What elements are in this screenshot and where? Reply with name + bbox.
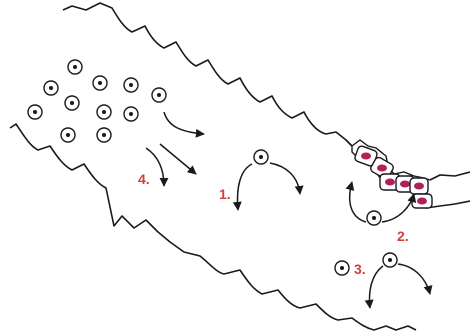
particle xyxy=(96,127,112,143)
cell-layer xyxy=(345,139,433,209)
particle-cluster xyxy=(27,59,167,143)
cell xyxy=(370,156,394,180)
particle xyxy=(151,87,167,103)
particle xyxy=(43,80,59,96)
cell xyxy=(379,173,401,191)
step-label-4: 4. xyxy=(138,171,150,187)
particle xyxy=(123,77,139,93)
particle xyxy=(27,104,43,120)
arrow-step1-right xyxy=(269,162,304,195)
step3-arrows xyxy=(364,263,433,309)
arrow-curved-down xyxy=(145,147,169,187)
step2-particle xyxy=(366,210,382,226)
particle xyxy=(67,59,83,75)
particle xyxy=(382,252,398,268)
particle xyxy=(92,75,108,91)
particle xyxy=(64,95,80,111)
arrow-step2-right xyxy=(381,193,417,223)
particle xyxy=(123,106,139,122)
lower-boundary-right xyxy=(425,200,470,209)
cell xyxy=(411,193,433,209)
arrow-diagonal xyxy=(159,143,197,175)
step2-arrows xyxy=(345,181,417,223)
step-label-1: 1. xyxy=(219,186,231,202)
arrow-step3-right xyxy=(397,263,433,295)
upper-boundary-line xyxy=(62,2,353,147)
arrow-step1-left xyxy=(232,163,253,211)
arrow-curved-right xyxy=(163,111,205,138)
cluster-arrows xyxy=(145,111,205,187)
upper-boundary-right xyxy=(429,171,470,181)
particle xyxy=(60,127,76,143)
cell xyxy=(409,177,429,195)
step-label-2: 2. xyxy=(397,228,409,244)
arrow-step3-left xyxy=(364,265,384,309)
step-label-3: 3. xyxy=(354,261,366,277)
particle xyxy=(334,260,350,276)
arrow-step2-left xyxy=(345,181,367,223)
lower-boundary-line xyxy=(9,123,417,331)
step1-arrows xyxy=(232,162,304,211)
particle xyxy=(96,104,112,120)
step1-particle xyxy=(253,149,269,165)
step3-particles xyxy=(334,252,398,276)
